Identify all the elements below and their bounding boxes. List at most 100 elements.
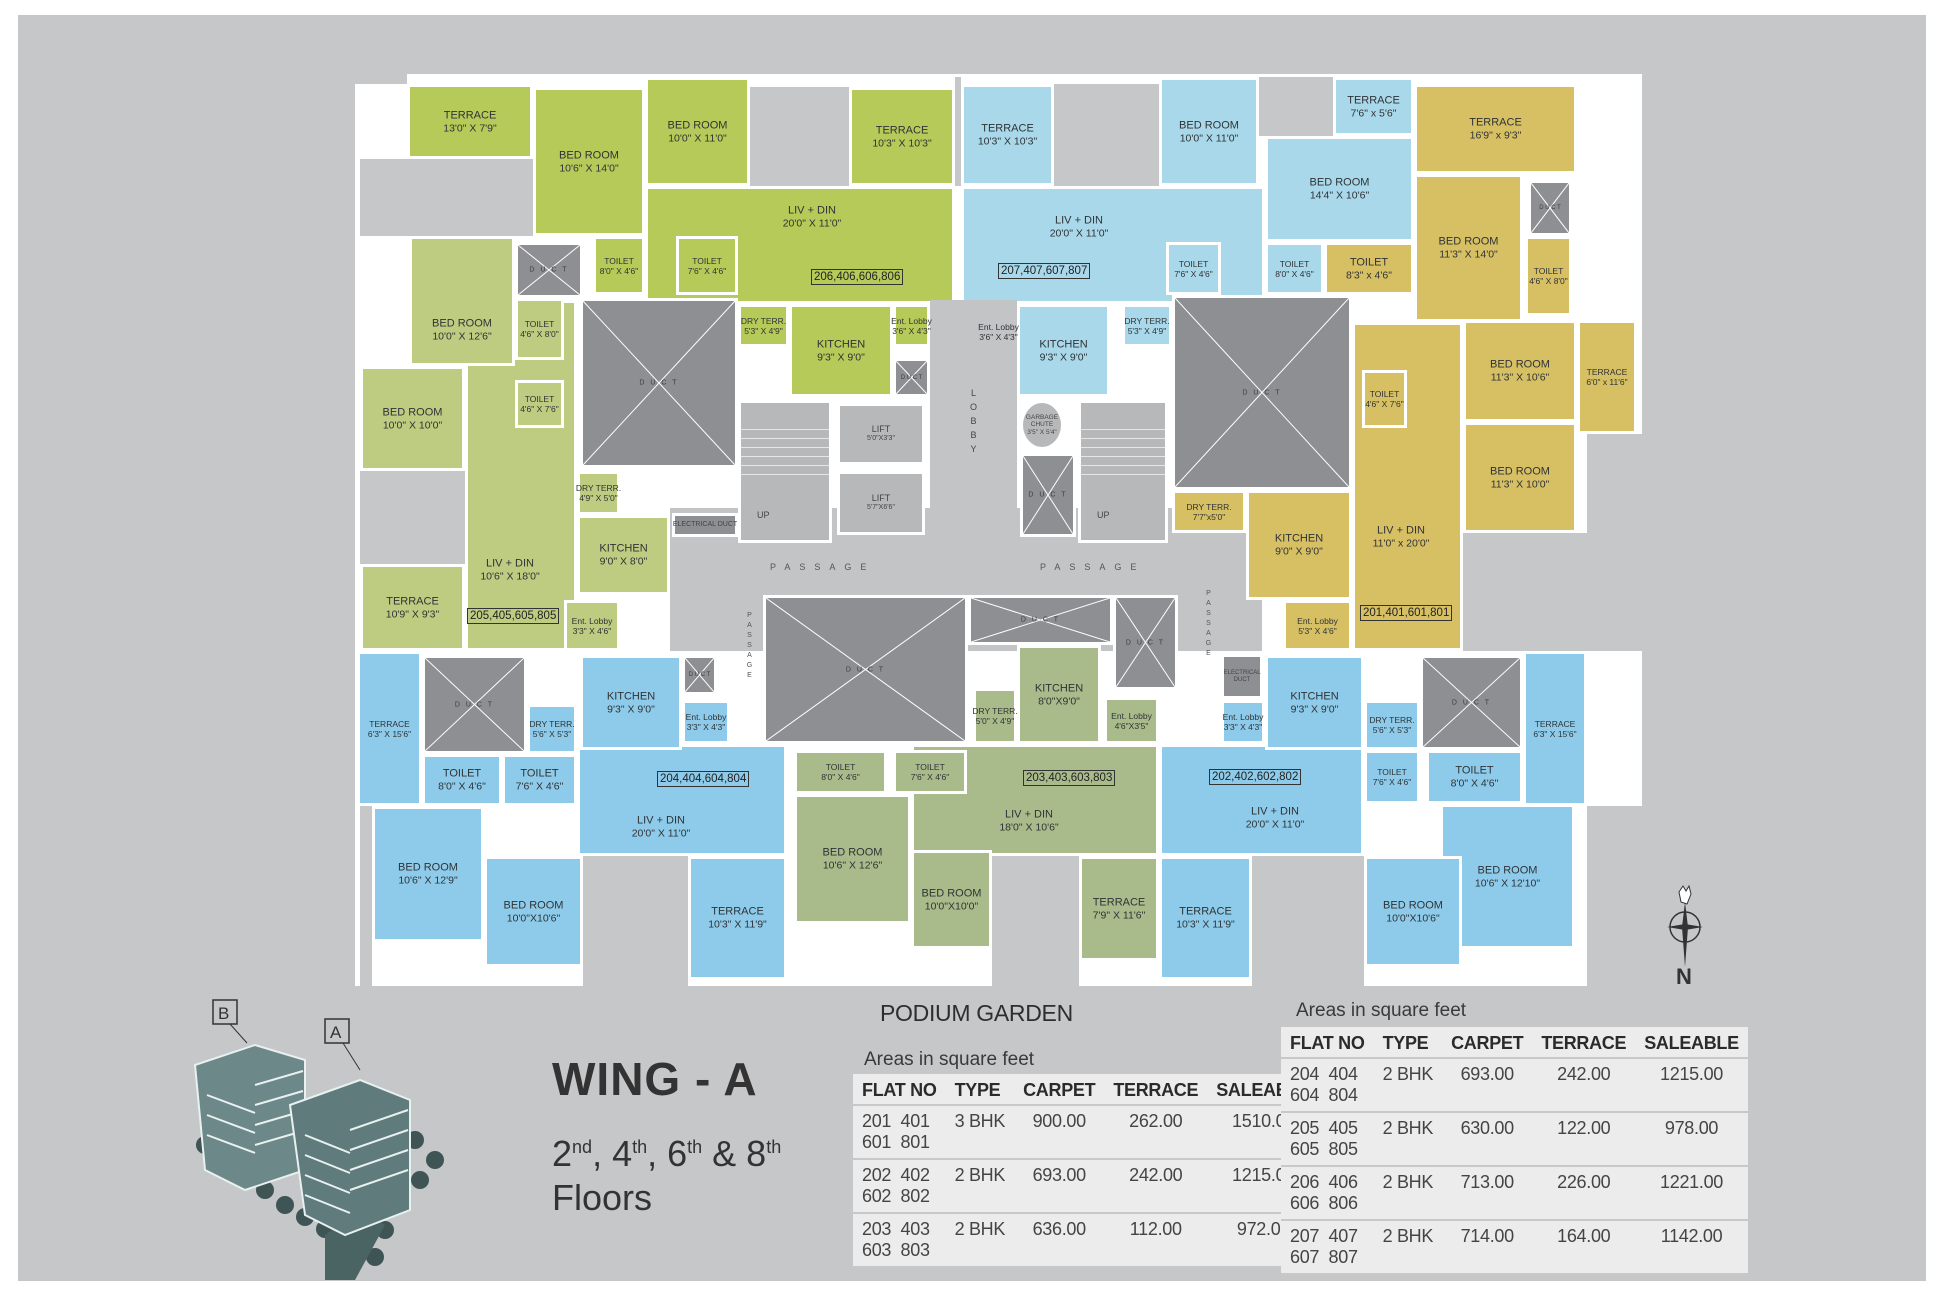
col-terrace: TERRACE xyxy=(1532,1027,1636,1059)
wing-b-marker: B xyxy=(218,1004,229,1023)
duct-label: D U C T xyxy=(1028,491,1068,499)
room-bed-room xyxy=(1463,422,1577,533)
plan-void xyxy=(360,471,465,564)
room-dimensions: 8'0" X 4'6" xyxy=(821,772,860,782)
room-toilet xyxy=(515,298,564,360)
room-dimensions: 20'0" X 11'0" xyxy=(1245,818,1305,831)
room-label: DRY TERR.5'0" X 4'9" xyxy=(972,706,1017,726)
room-dimensions: 11'0" x 20'0" xyxy=(1372,537,1430,550)
duct: D U C T xyxy=(1113,595,1178,690)
floor-suffix: th xyxy=(632,1137,648,1157)
room-dimensions: 11'3" X 10'0" xyxy=(1490,478,1550,490)
duct-cross-icon xyxy=(425,658,524,751)
room-name: KITCHEN xyxy=(599,542,648,555)
plan-void xyxy=(1259,77,1333,136)
room-name: BED ROOM xyxy=(1438,235,1499,248)
carpet-cell: 630.00 xyxy=(1442,1112,1533,1167)
room-dimensions: 10'6" X 18'0" xyxy=(480,570,540,583)
room-name: TOILET xyxy=(520,767,559,780)
room-terrace xyxy=(1577,320,1637,434)
staircase: UP xyxy=(738,400,832,543)
room-dimensions: 14'4" X 10'6" xyxy=(1309,189,1370,202)
room-toilet xyxy=(794,750,887,794)
room-dimensions: 7'6" X 4'6" xyxy=(515,780,564,793)
room-name: TOILET xyxy=(442,767,482,780)
room-name: BED ROOM xyxy=(1179,119,1239,131)
room-dimensions: 18'0" X 10'6" xyxy=(999,821,1059,834)
room-dimensions: 8'0" X 4'6" xyxy=(1450,777,1499,790)
room-label: DRY TERR.5'3" X 4'9" xyxy=(1124,316,1169,336)
plan-void xyxy=(407,159,533,236)
room-ent-lobby xyxy=(893,304,930,347)
terrace-cell: 262.00 xyxy=(1104,1105,1208,1160)
room-terrace xyxy=(849,87,955,186)
room-name: TERRACE xyxy=(386,595,439,607)
room-name: BED ROOM xyxy=(921,887,982,899)
room-terrace xyxy=(357,651,422,806)
flat-207-units-label: 207,407,607,807 xyxy=(998,263,1091,279)
room-dry-terr xyxy=(1122,304,1172,347)
duct-cross-icon xyxy=(1423,658,1520,747)
room-terrace xyxy=(1333,77,1414,136)
room-toilet xyxy=(1362,370,1407,428)
room-name: TOILET xyxy=(1377,767,1407,777)
flat-numbers-line: 606 806 xyxy=(1290,1193,1358,1213)
room-toilet xyxy=(1324,242,1414,295)
flat-numbers-line: 206 406 xyxy=(1290,1172,1358,1192)
room-dimensions: 9'0" X 8'0" xyxy=(599,555,648,568)
terrace-cell: 164.00 xyxy=(1532,1220,1636,1275)
room-name: Ent. Lobby xyxy=(1222,712,1264,722)
room-ent-lobby xyxy=(564,600,620,651)
room-dimensions: 8'0" X 4'6" xyxy=(438,780,486,793)
room-name: KITCHEN xyxy=(1034,682,1084,694)
room-terrace xyxy=(688,856,787,980)
col-type: TYPE xyxy=(1373,1027,1443,1059)
room-dimensions: 4'6" X 8'0" xyxy=(1529,276,1568,286)
flat-202-units-label: 202,402,602,802 xyxy=(1209,769,1302,785)
room-dimensions: 7'6" x 5'6" xyxy=(1350,107,1397,119)
room-name: TOILET xyxy=(1455,764,1494,777)
carpet-cell: 636.00 xyxy=(1014,1213,1105,1268)
room-dimensions: 8'0" X 4'6" xyxy=(599,265,639,276)
table-header-row: FLAT NO TYPE CARPET TERRACE SALEABLE xyxy=(1281,1027,1748,1059)
duct: D U C T xyxy=(1420,655,1523,750)
room-name: BED ROOM xyxy=(1490,465,1550,477)
duct: D U C T xyxy=(893,358,930,397)
plan-void xyxy=(750,87,849,186)
room-dimensions: 5'0" X 4'9" xyxy=(975,716,1015,726)
room-name: TERRACE xyxy=(443,109,497,121)
room-bed-room xyxy=(794,794,911,924)
room-terrace xyxy=(1414,84,1577,174)
stairs-up-label: UP xyxy=(757,510,770,520)
room-kitchen xyxy=(577,515,670,595)
room-dimensions: 10'3" X 11'9" xyxy=(1176,918,1235,931)
room-name: BED ROOM xyxy=(559,149,619,161)
col-flat-no: FLAT NO xyxy=(853,1074,946,1106)
room-name: TOILET xyxy=(825,762,856,772)
room-terrace xyxy=(1079,856,1159,961)
room-dimensions: 9'3" X 9'0" xyxy=(607,703,655,715)
lobby-label: LOBBY xyxy=(968,387,979,458)
room-name: Ent. Lobby xyxy=(571,615,613,626)
room-name: BED ROOM xyxy=(382,406,443,418)
room-name: TERRACE xyxy=(1092,896,1146,908)
lift-dimensions: 5'0"X3'3" xyxy=(867,435,895,442)
